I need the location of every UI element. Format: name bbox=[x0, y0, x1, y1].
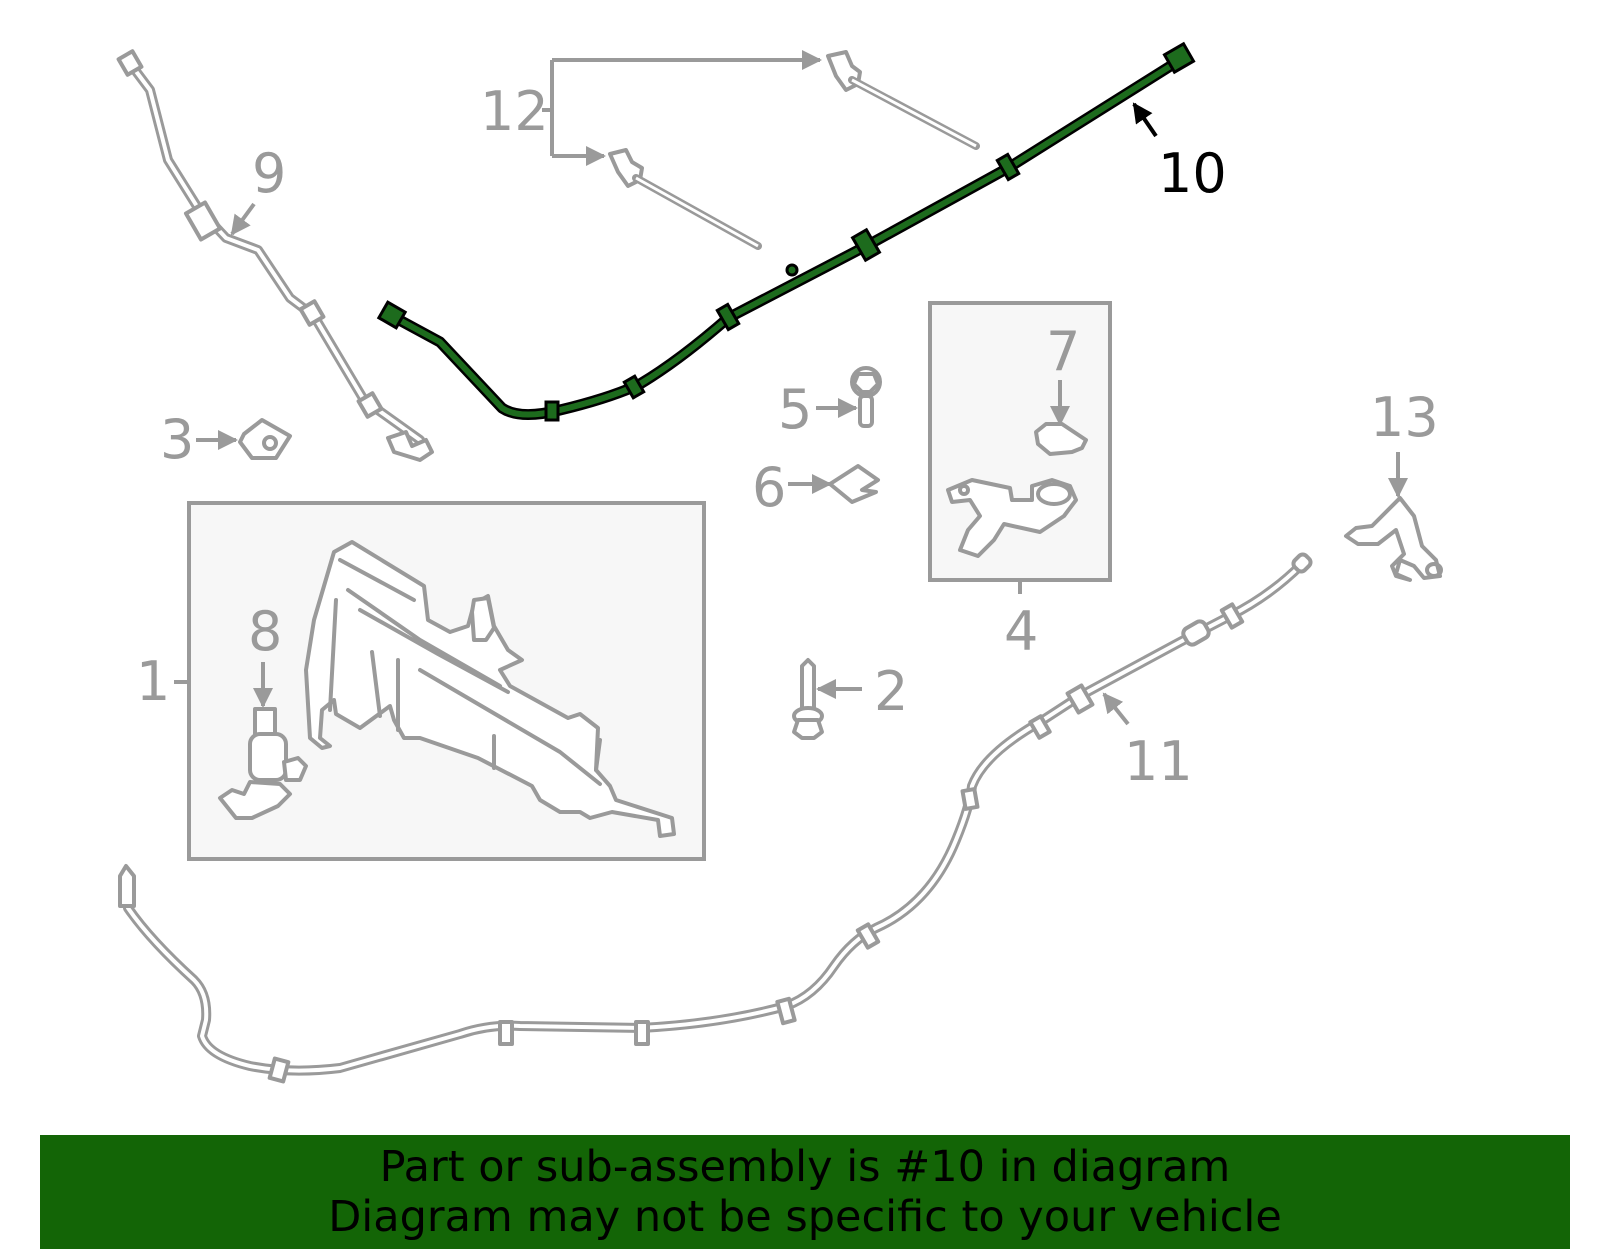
callout-2: 2 bbox=[816, 660, 908, 723]
part-11-hose[interactable] bbox=[118, 552, 1313, 1084]
svg-text:4: 4 bbox=[1004, 600, 1038, 663]
part-8-pump[interactable] bbox=[218, 707, 308, 820]
svg-text:2: 2 bbox=[874, 660, 908, 723]
callout-3: 3 bbox=[160, 408, 238, 471]
part-3-clip[interactable] bbox=[238, 418, 292, 460]
callout-12: 12 bbox=[480, 50, 822, 166]
svg-text:10: 10 bbox=[1158, 142, 1227, 205]
part-10-harness[interactable] bbox=[376, 41, 1196, 422]
part-5-bolt[interactable] bbox=[850, 366, 882, 428]
part-12-pins[interactable] bbox=[608, 50, 980, 250]
svg-text:8: 8 bbox=[248, 600, 282, 663]
callout-6: 6 bbox=[752, 456, 832, 519]
part-4-filler-neck[interactable] bbox=[946, 478, 1078, 558]
part-6-clip[interactable] bbox=[828, 464, 880, 504]
callout-13: 13 bbox=[1370, 386, 1439, 498]
svg-text:1: 1 bbox=[136, 650, 170, 713]
assembly-1-box[interactable] bbox=[187, 501, 706, 861]
callout-9: 9 bbox=[230, 142, 286, 236]
svg-text:9: 9 bbox=[252, 142, 286, 205]
callout-11: 11 bbox=[1102, 692, 1193, 793]
banner-line-2: Diagram may not be specific to your vehi… bbox=[328, 1192, 1282, 1242]
svg-text:13: 13 bbox=[1370, 386, 1439, 449]
reservoir-tank[interactable] bbox=[304, 540, 676, 838]
callout-1: 1 bbox=[136, 650, 189, 713]
callout-4: 4 bbox=[1004, 580, 1038, 663]
svg-text:11: 11 bbox=[1124, 730, 1193, 793]
callout-5: 5 bbox=[778, 378, 858, 441]
callout-8: 8 bbox=[248, 600, 282, 708]
callout-10: 10 bbox=[1132, 102, 1227, 205]
part-9-hose[interactable] bbox=[116, 49, 434, 462]
part-2-bolt[interactable] bbox=[792, 658, 824, 740]
svg-text:12: 12 bbox=[480, 80, 549, 143]
svg-text:3: 3 bbox=[160, 408, 194, 471]
svg-text:6: 6 bbox=[752, 456, 786, 519]
banner-line-1: Part or sub-assembly is #10 in diagram bbox=[379, 1142, 1231, 1192]
svg-text:7: 7 bbox=[1046, 320, 1080, 383]
part-13-nozzle[interactable] bbox=[1344, 496, 1443, 582]
assembly-4-box[interactable] bbox=[928, 301, 1112, 582]
info-banner: Part or sub-assembly is #10 in diagram D… bbox=[40, 1135, 1570, 1249]
svg-text:5: 5 bbox=[778, 378, 812, 441]
callout-7: 7 bbox=[1046, 320, 1080, 426]
